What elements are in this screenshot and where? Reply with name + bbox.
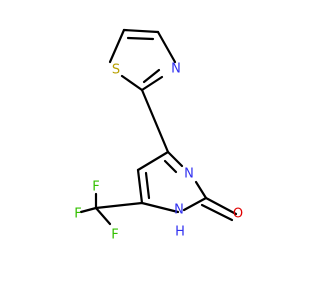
bond-c4-n3-inner xyxy=(163,159,178,174)
bond-s-c5 xyxy=(108,28,126,64)
bond-cf3-f3 xyxy=(94,206,112,226)
bond-cf3-f1 xyxy=(79,206,98,214)
bond-c2-o-double xyxy=(200,203,234,222)
thiazole-nitrogen-label: N xyxy=(171,62,181,77)
nh-hydrogen-label: H xyxy=(175,225,185,240)
sulfur-atom-label: S xyxy=(112,63,120,78)
bond-n3-c2 xyxy=(194,180,208,200)
bond-c6-c5 xyxy=(136,168,144,205)
bond-c4-n3 xyxy=(166,150,184,168)
bond-c2-o xyxy=(204,196,238,216)
bond-c2-n1 xyxy=(182,196,208,212)
fluorine-label-bottom: F xyxy=(111,228,118,243)
bond-c4-n xyxy=(156,30,177,64)
pyrimidine-n1-label: N xyxy=(174,203,184,218)
molecule-structure: S N N N H O F F F xyxy=(74,28,243,243)
bond-c5-c4pyr xyxy=(136,150,170,172)
atom-label-layer: S N N N H O F F F xyxy=(74,62,243,243)
bond-c5-c4-inner xyxy=(126,36,155,41)
bond-n-c2 xyxy=(140,75,164,92)
carbonyl-oxygen-label: O xyxy=(233,207,243,222)
bond-c2-c4pyr xyxy=(140,88,170,154)
fluorine-label-left: F xyxy=(74,207,81,222)
bond-layer xyxy=(79,28,238,226)
fluorine-label-top: F xyxy=(92,180,99,195)
bond-c6-c5-inner xyxy=(144,171,151,200)
bond-n-c2-inner xyxy=(142,68,161,84)
bond-c2-s xyxy=(120,74,144,92)
molecule-canvas: S N N N H O F F F xyxy=(74,28,243,243)
bond-c5-c4 xyxy=(122,28,160,34)
bond-n1-c6 xyxy=(140,201,180,214)
pyrimidine-n3-label: N xyxy=(184,167,194,182)
bond-c6-cf3 xyxy=(94,201,144,210)
